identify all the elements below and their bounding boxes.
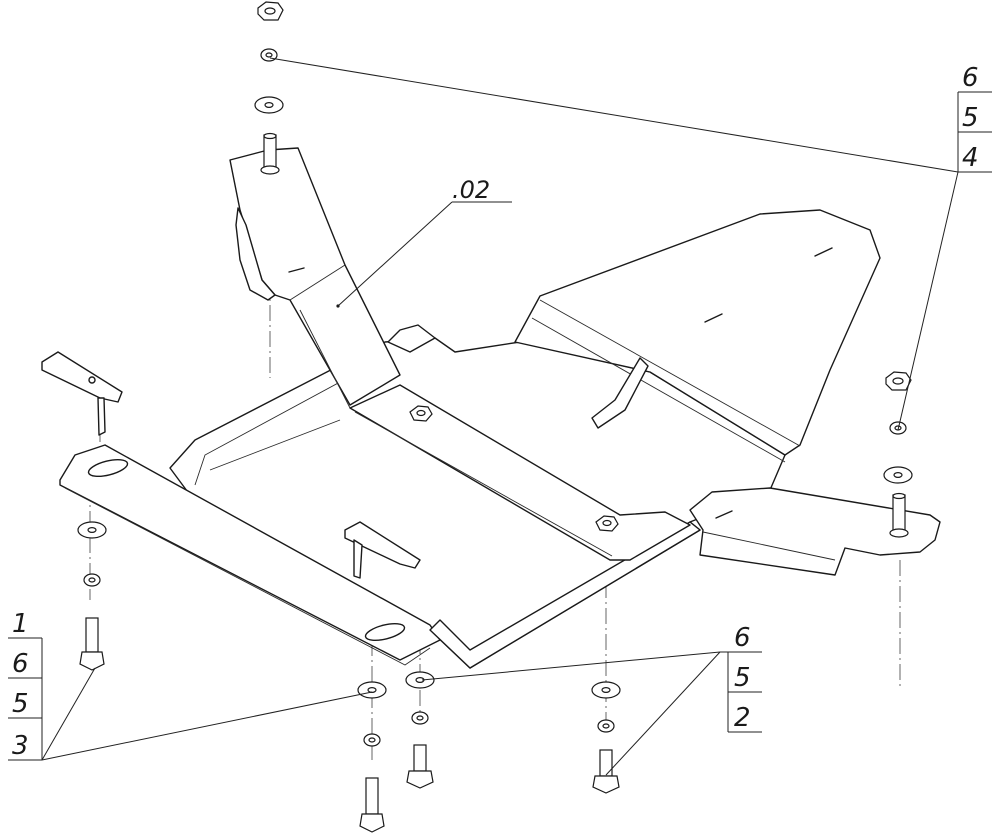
nut-icon [595, 515, 619, 532]
callout-item: 5 [12, 689, 29, 719]
washer-icon [591, 681, 621, 699]
callout-item: 1 [12, 609, 29, 639]
callout-item: 5 [962, 103, 979, 133]
callout-item: 2 [734, 703, 751, 733]
washer-icon [883, 466, 913, 484]
washer-icon [357, 681, 387, 699]
washer-icon [254, 96, 284, 114]
callout-item: 5 [734, 663, 751, 693]
bottom-center-hardware-stack [357, 681, 387, 833]
stud-icon [889, 492, 909, 538]
callout-bottom-right: 6 5 2 [720, 623, 762, 733]
bracket-icon [41, 351, 123, 436]
plate-right-wing [514, 209, 881, 456]
bolt-icon [359, 777, 385, 833]
bolt-icon [406, 744, 434, 789]
plate-right-flange [689, 487, 941, 576]
callout-item: 4 [962, 143, 979, 173]
leader-lines [41, 57, 959, 776]
callout-bottom-left: 1 6 5 3 [8, 609, 43, 761]
bolt-icon [79, 617, 105, 671]
nut-icon [409, 405, 433, 422]
nut-icon [885, 371, 912, 391]
washer-icon [405, 671, 435, 689]
callout-top-right: 6 5 4 [957, 63, 992, 173]
skid-plate: .02 [59, 147, 941, 669]
part-label-02: .02 [452, 176, 490, 204]
washer-icon [77, 521, 107, 539]
washer-icon [411, 711, 429, 725]
bottom-middle-hardware-stack [405, 671, 435, 789]
callout-item: 6 [12, 649, 29, 679]
washer-icon [83, 573, 101, 587]
washer-icon [363, 733, 381, 747]
stud-icon [260, 132, 280, 175]
top-hardware-stack [254, 1, 284, 114]
bottom-right-hardware-stack [591, 681, 621, 794]
callout-item: 6 [962, 63, 979, 93]
mounted-hardware [260, 132, 909, 538]
bracket-icon [344, 521, 421, 579]
washer-icon [597, 719, 615, 733]
right-hardware-stack [883, 371, 913, 484]
bolt-icon [592, 749, 620, 794]
left-hardware-stack [77, 521, 107, 671]
nut-icon [257, 1, 284, 21]
callout-item: 3 [12, 731, 29, 761]
callout-item: 6 [734, 623, 751, 653]
